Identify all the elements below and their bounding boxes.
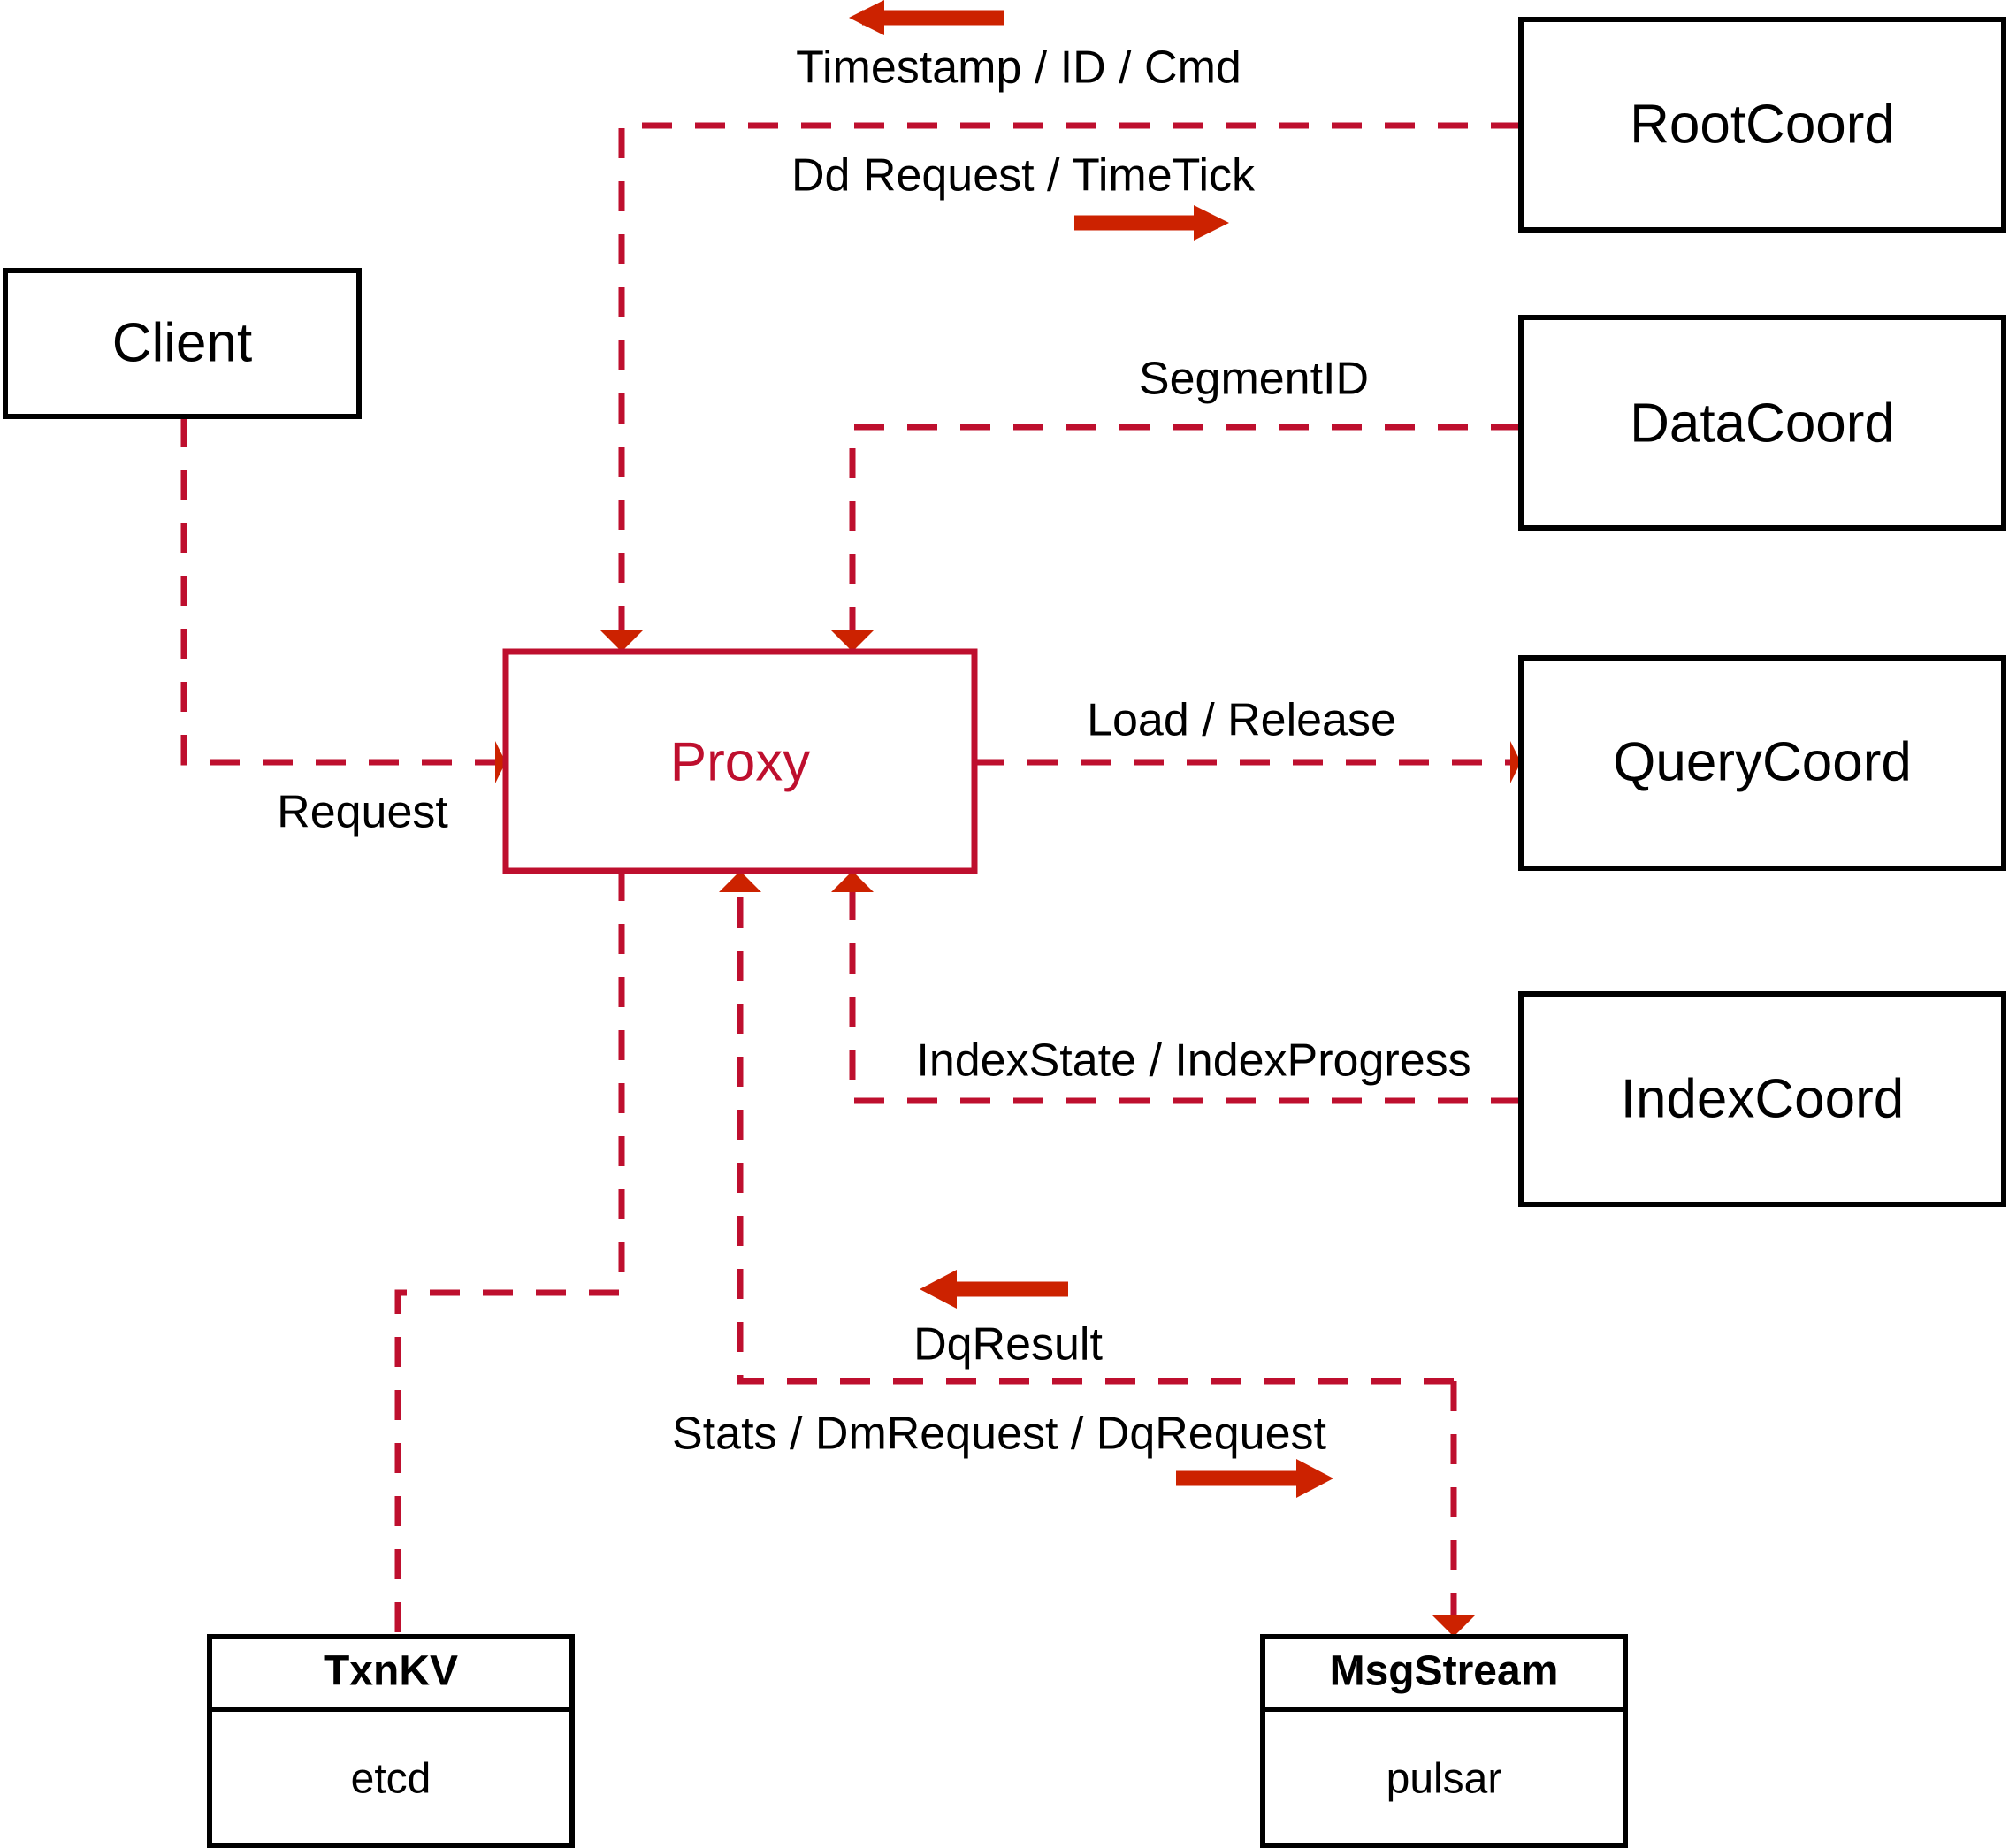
node-proxy[interactable]: Proxy bbox=[502, 648, 978, 874]
msgstream-impl: pulsar bbox=[1386, 1756, 1502, 1803]
edge-label-indexcoord-state: IndexState / IndexProgress bbox=[916, 1035, 1470, 1087]
edge-line bbox=[394, 871, 625, 1637]
direction-arrow-dqresult bbox=[920, 1270, 1068, 1309]
datacoord-box[interactable] bbox=[1518, 315, 2006, 531]
edge-line bbox=[849, 424, 1521, 630]
direction-arrow-ddrequest bbox=[1074, 205, 1229, 241]
edge-rootcoord-response bbox=[600, 122, 1521, 652]
arrowhead-into-proxy-bottom-left bbox=[719, 871, 761, 892]
datacoord-label: DataCoord bbox=[1630, 393, 1895, 454]
txnkv-title: TxnKV bbox=[324, 1648, 458, 1695]
node-querycoord[interactable]: QueryCoord bbox=[1518, 655, 2006, 871]
edge-label-rootcoord-request: Dd Request / TimeTick bbox=[791, 150, 1256, 202]
edge-label-querycoord-load: Load / Release bbox=[1087, 695, 1396, 746]
edge-msgstream-requests bbox=[1432, 1381, 1475, 1637]
edge-line bbox=[180, 416, 495, 766]
edge-msgstream-dqresult bbox=[719, 871, 1454, 1385]
node-client[interactable]: Client bbox=[3, 268, 362, 419]
arrowhead-into-querycoord bbox=[1510, 741, 1521, 783]
proxy-box[interactable] bbox=[502, 648, 978, 874]
edge-label-msgstream-requests: Stats / DmRequest / DqRequest bbox=[672, 1409, 1326, 1460]
arrowhead-into-proxy-top-left bbox=[600, 630, 643, 652]
edge-label-msgstream-dqresult: DqResult bbox=[913, 1319, 1103, 1371]
querycoord-box[interactable] bbox=[1518, 655, 2006, 871]
arrowhead-into-proxy-bottom-right bbox=[831, 871, 874, 892]
indexcoord-label: IndexCoord bbox=[1621, 1068, 1905, 1129]
rootcoord-label: RootCoord bbox=[1630, 94, 1895, 155]
proxy-label: Proxy bbox=[670, 731, 810, 792]
edge-label-client-request: Request bbox=[277, 787, 448, 838]
edge-line bbox=[618, 122, 1521, 630]
client-box[interactable] bbox=[3, 268, 362, 419]
node-rootcoord[interactable]: RootCoord bbox=[1518, 17, 2006, 233]
edge-txnkv-link bbox=[394, 871, 625, 1637]
edge-label-rootcoord-response: Timestamp / ID / Cmd bbox=[796, 42, 1241, 94]
arrowhead-into-proxy bbox=[495, 741, 506, 783]
arrowhead-into-proxy-top-right bbox=[831, 630, 874, 652]
txnkv-box[interactable] bbox=[207, 1634, 575, 1848]
direction-arrow-timestamp bbox=[849, 0, 1004, 35]
edge-datacoord-segmentid bbox=[831, 424, 1521, 652]
node-indexcoord[interactable]: IndexCoord bbox=[1518, 991, 2006, 1207]
node-datacoord[interactable]: DataCoord bbox=[1518, 315, 2006, 531]
txnkv-impl: etcd bbox=[351, 1756, 432, 1803]
indexcoord-box[interactable] bbox=[1518, 991, 2006, 1207]
msgstream-title: MsgStream bbox=[1330, 1648, 1559, 1695]
querycoord-label: QueryCoord bbox=[1613, 731, 1912, 792]
node-msgstream[interactable]: MsgStream pulsar bbox=[1260, 1634, 1628, 1848]
arrowhead-into-msgstream bbox=[1432, 1615, 1475, 1637]
edge-label-datacoord-segmentid: SegmentID bbox=[1139, 354, 1369, 405]
msgstream-box[interactable] bbox=[1260, 1634, 1628, 1848]
edge-querycoord-load bbox=[974, 741, 1521, 783]
edge-indexcoord-state bbox=[831, 871, 1521, 1104]
edge-line bbox=[849, 892, 1521, 1104]
edge-line bbox=[737, 892, 1454, 1385]
rootcoord-box[interactable] bbox=[1518, 17, 2006, 233]
edge-client-request bbox=[180, 416, 506, 783]
client-label: Client bbox=[112, 312, 253, 373]
direction-arrow-dmrequest bbox=[1176, 1459, 1333, 1498]
node-txnkv[interactable]: TxnKV etcd bbox=[207, 1634, 575, 1848]
